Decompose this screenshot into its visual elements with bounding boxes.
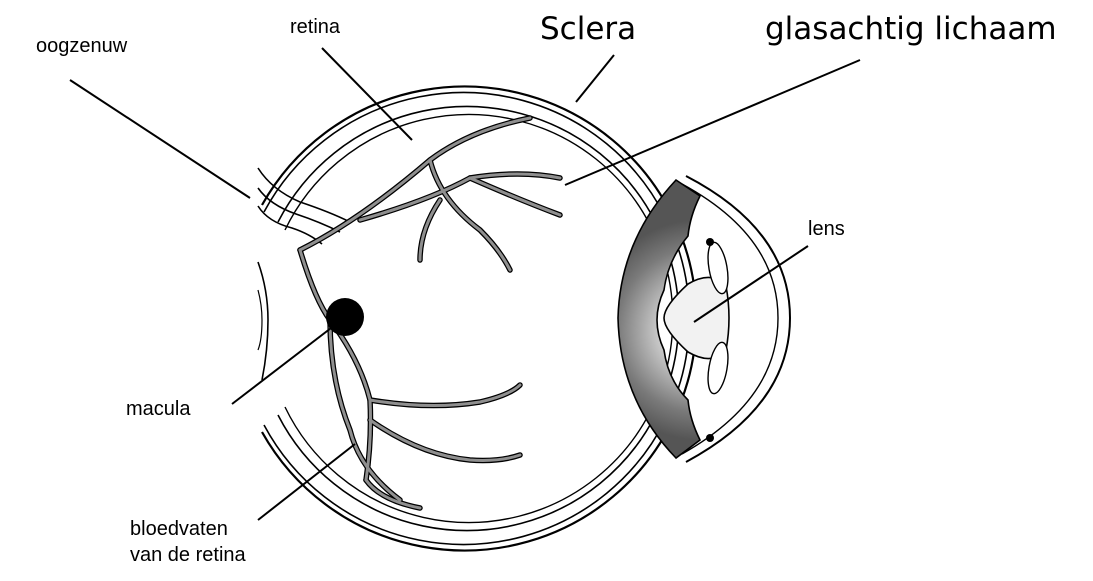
label-vitreous-body: glasachtig lichaam [765, 12, 1057, 46]
leader-lines [70, 48, 860, 520]
macula-dot [326, 298, 364, 336]
label-lens: lens [808, 218, 845, 240]
label-sclera: Sclera [540, 12, 636, 46]
label-retina: retina [290, 16, 340, 38]
label-blood-vessels-line2: van de retina [130, 544, 246, 566]
label-macula: macula [126, 398, 190, 420]
label-blood-vessels-line1: bloedvaten [130, 518, 228, 540]
label-optic-nerve: oogzenuw [36, 35, 127, 57]
